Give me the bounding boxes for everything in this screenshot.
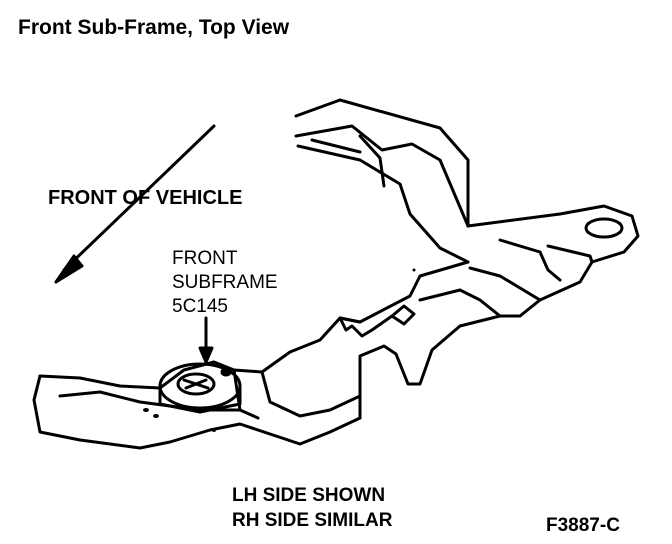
subframe-mount-pad: [158, 362, 242, 414]
leader-arrow: [198, 316, 214, 364]
part-label-line1: FRONT: [172, 248, 238, 269]
front-direction-arrow: [54, 124, 216, 284]
frame-holes: [143, 268, 416, 432]
upper-frame-rail: [294, 98, 470, 264]
note-line2: RH SIDE SIMILAR: [232, 510, 393, 531]
part-label-line3: 5C145: [172, 296, 228, 317]
right-mount-bracket: [466, 204, 640, 318]
crossmember-body: [32, 260, 542, 450]
center-bracket: [338, 304, 416, 338]
note-line1: LH SIDE SHOWN: [232, 485, 386, 506]
diagram-title: Front Sub-Frame, Top View: [18, 16, 290, 39]
front-of-vehicle-label: FRONT OF VEHICLE: [48, 187, 243, 209]
part-label-line2: SUBFRAME: [172, 272, 278, 293]
figure-id: F3887-C: [546, 515, 620, 536]
